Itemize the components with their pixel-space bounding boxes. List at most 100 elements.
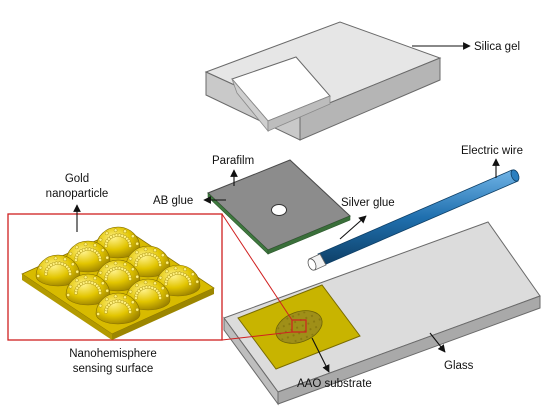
glass-label: Glass (444, 360, 474, 372)
gold-nanoparticle (98, 237, 103, 242)
gold-nanoparticle (98, 270, 103, 275)
gold-nanoparticle (128, 277, 132, 281)
parafilm-layer (207, 159, 351, 255)
gold-nanoparticle (190, 272, 195, 277)
gold-nanoparticle (143, 280, 148, 285)
gold-nanoparticle (134, 250, 139, 255)
gold-nanoparticle (75, 245, 79, 250)
gold-nanoparticle (83, 242, 88, 247)
gold-nanoparticle (188, 282, 192, 286)
gold-nanoparticle (158, 263, 162, 267)
zoom-inset (7, 213, 293, 341)
gold-nanoparticle (174, 271, 179, 276)
gold-nanoparticle (68, 272, 72, 276)
silver-glue-label: Silver glue (341, 197, 395, 209)
gold-nanoparticle (75, 278, 79, 283)
gold-nanoparticle (93, 276, 97, 281)
gold-nanoparticle (66, 293, 70, 297)
gold-nanoparticle (83, 275, 88, 280)
gold-nanoparticle (113, 228, 118, 233)
gold-nanoparticle (71, 262, 75, 267)
gold-nanoparticle (128, 289, 133, 294)
gold-nanoparticle (38, 265, 43, 270)
surface-label-line2: sensing surface (73, 363, 154, 375)
gold-nanoparticle (158, 275, 163, 280)
gold-nanoparticle (84, 280, 89, 285)
gold-nanoparticle (130, 234, 135, 238)
gold-nanoparticle (114, 299, 119, 304)
gold-nanoparticle (128, 310, 132, 314)
gold-nanoparticle (105, 264, 109, 269)
gold-nanoparticle (45, 259, 49, 264)
gold-nanoparticle (113, 261, 118, 266)
gold-nanoparticle (160, 286, 165, 291)
gold-nanoparticle (135, 307, 139, 312)
gold-nanoparticle (98, 258, 102, 262)
gold-nanoparticle (105, 288, 109, 293)
surface-label-line1: Nanohemisphere (69, 348, 157, 360)
silica-gel-layer (204, 21, 442, 141)
gold-nanoparticle (123, 229, 127, 234)
gold-nanoparticle (123, 262, 127, 267)
gold-nanoparticle (68, 251, 73, 256)
gold-nanoparticle (160, 253, 165, 257)
gold-nanoparticle (36, 274, 41, 278)
aao-substrate (237, 284, 361, 370)
gold-label-line1: Gold (65, 173, 89, 185)
parafilm-label: Parafilm (212, 155, 254, 167)
silver-glue-arrow (339, 215, 367, 240)
gold-nanoparticle (195, 279, 199, 284)
gold-nanoparticle (114, 266, 119, 271)
gold-nanoparticle (84, 247, 89, 251)
labels: Silica gel Parafilm AB glue Silver glue … (46, 41, 523, 390)
gold-nanoparticle (153, 281, 157, 286)
gold-nanoparticle (173, 266, 178, 271)
glass-arrow (429, 332, 446, 353)
gold-nanoparticle (143, 247, 148, 252)
gold-nanoparticle (128, 256, 133, 261)
gold-nanoparticle (114, 233, 119, 237)
gold-nanoparticle (96, 312, 100, 316)
gold-nanoparticle (123, 295, 127, 300)
gold-nanoparticle (130, 267, 135, 272)
gold-nanoparticle (75, 269, 79, 274)
aao-substrate-label: AAO substrate (297, 378, 372, 390)
gold-nanoparticle (144, 285, 149, 290)
ab-glue-label: AB glue (153, 195, 193, 207)
gold-nanoparticle (101, 248, 105, 252)
gold-nanoparticle (54, 261, 59, 266)
gold-nanoparticle (63, 257, 67, 262)
gold-nanoparticle (105, 255, 109, 260)
electric-wire (307, 169, 520, 271)
gold-nanoparticle (153, 248, 157, 253)
gold-nanoparticle (165, 293, 169, 298)
gold-nanoparticle (105, 297, 109, 302)
gold-nanoparticle (101, 281, 105, 286)
zoom-source-box (291, 319, 307, 333)
gold-nanoparticle (135, 241, 139, 246)
gold-nanoparticle (134, 283, 139, 288)
silica-gel-label: Silica gel (474, 41, 520, 53)
gold-nanoparticle (105, 231, 109, 236)
gold-nanoparticle (128, 244, 132, 248)
gold-label-line2: nanoparticle (46, 188, 109, 200)
gold-nanoparticle (130, 300, 135, 305)
gold-nanoparticle (68, 284, 73, 289)
gold-nanoparticle (98, 303, 103, 308)
aao-substrate-arrow (311, 337, 330, 373)
gold-nanoparticle (113, 294, 118, 299)
gold-nanoparticle (164, 269, 169, 274)
gold-nanoparticle (135, 274, 139, 279)
gold-nanoparticle (98, 291, 102, 295)
gold-nanoparticle (93, 243, 97, 248)
annotation-arrows (73, 42, 500, 373)
nanohemisphere-array (35, 226, 201, 325)
gold-nanoparticle (144, 252, 149, 256)
gold-nanoparticle (165, 260, 169, 265)
gold-nanoparticle (183, 267, 187, 272)
electric-wire-label: Electric wire (461, 145, 523, 157)
gold-nanoparticle (53, 256, 58, 261)
gold-nanoparticle (158, 296, 162, 300)
